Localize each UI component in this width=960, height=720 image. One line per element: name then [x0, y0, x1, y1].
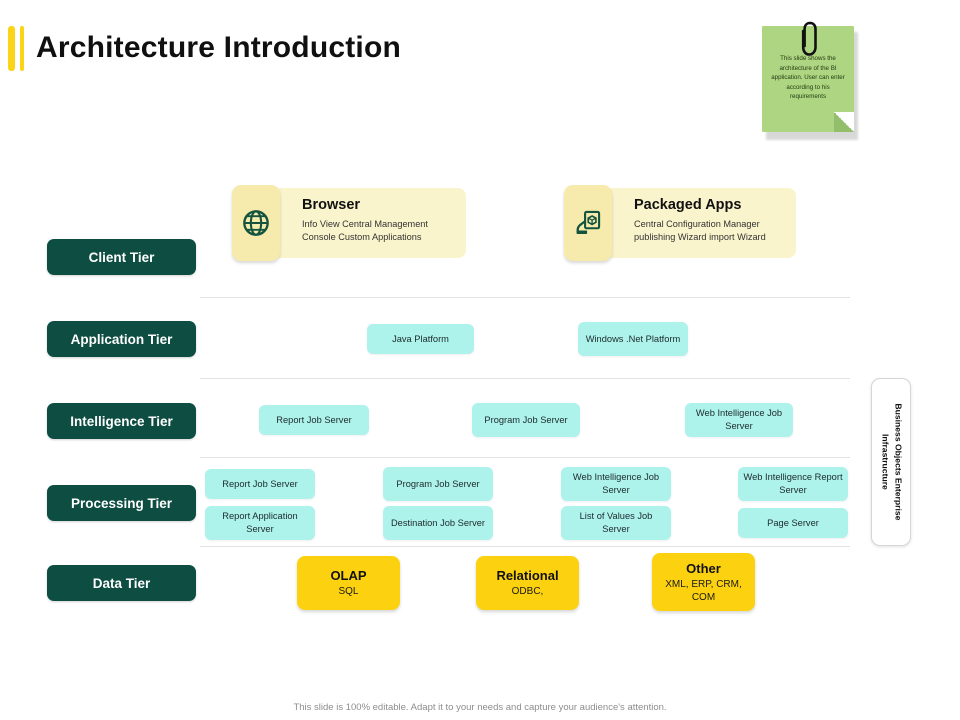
- data-box-sub: ODBC,: [511, 586, 544, 597]
- title-accent-bar-small: [20, 26, 24, 71]
- client-card-desc: Central Configuration Manager publishing…: [634, 219, 766, 243]
- client-card-title: Packaged Apps: [634, 197, 742, 213]
- processing-node[interactable]: Report Application Server: [205, 506, 315, 540]
- infrastructure-text: Business Objects Enterprise Infrastructu…: [878, 403, 904, 520]
- processing-node[interactable]: Web Intelligence Report Server: [738, 467, 848, 501]
- client-card-icon-tile: [232, 185, 280, 261]
- processing-node[interactable]: Destination Job Server: [383, 506, 493, 540]
- tier-label-client[interactable]: Client Tier: [47, 239, 196, 275]
- node-label: Java Platform: [392, 333, 449, 344]
- intelligence-node[interactable]: Report Job Server: [259, 405, 369, 435]
- application-node[interactable]: Java Platform: [367, 324, 474, 354]
- divider-intelligence-processing: [200, 457, 850, 458]
- node-label: Program Job Server: [484, 414, 568, 425]
- sticky-note-body: [762, 26, 854, 132]
- infrastructure-line-2: Infrastructure: [880, 434, 891, 490]
- infrastructure-line-1: Business Objects Enterprise: [892, 403, 903, 521]
- sticky-note: This slide shows the architecture of the…: [762, 21, 858, 140]
- node-label: Program Job Server: [396, 478, 480, 489]
- client-card-browser[interactable]: Browser Info View Central Management Con…: [232, 185, 466, 261]
- data-box-sub: XML, ERP, CRM, COM: [665, 578, 742, 603]
- node-label: Destination Job Server: [390, 517, 486, 528]
- client-card-icon-tile: [564, 185, 612, 261]
- node-label: Page Server: [767, 517, 819, 528]
- divider-client-application: [200, 297, 850, 298]
- tier-label-text: Processing Tier: [70, 495, 173, 511]
- globe-icon: [243, 210, 269, 236]
- node-label: Web Intelligence Report Server: [743, 472, 843, 495]
- divider-processing-data: [200, 546, 850, 547]
- data-box-sub: SQL: [338, 586, 359, 597]
- node-label: Web Intelligence Job Server: [695, 408, 783, 431]
- processing-node[interactable]: Program Job Server: [383, 467, 493, 501]
- node-label: Web Intelligence Job Server: [572, 472, 660, 495]
- processing-node[interactable]: Page Server: [738, 508, 848, 538]
- data-box-olap[interactable]: OLAP SQL: [297, 556, 400, 610]
- tier-label-data[interactable]: Data Tier: [47, 565, 196, 601]
- client-card-body: Packaged Apps Central Configuration Mana…: [604, 188, 796, 258]
- tier-label-application[interactable]: Application Tier: [47, 321, 196, 357]
- processing-node[interactable]: List of Values Job Server: [561, 506, 671, 540]
- client-card-packaged-apps[interactable]: Packaged Apps Central Configuration Mana…: [564, 185, 796, 261]
- divider-application-intelligence: [200, 378, 850, 379]
- footer-note: This slide is 100% editable. Adapt it to…: [293, 702, 667, 713]
- tier-label-intelligence[interactable]: Intelligence Tier: [47, 403, 196, 439]
- processing-node[interactable]: Report Job Server: [205, 469, 315, 499]
- sticky-note-fold: [834, 112, 854, 132]
- title-accent-bar-large: [8, 26, 15, 71]
- tier-label-text: Client Tier: [88, 249, 155, 265]
- client-card-body: Browser Info View Central Management Con…: [272, 188, 466, 258]
- data-box-title: Other: [686, 560, 721, 576]
- packaged-app-icon: [576, 210, 601, 234]
- client-card-desc: Info View Central Management Console Cus…: [302, 219, 428, 243]
- data-box-title: OLAP: [330, 568, 367, 583]
- data-box-relational[interactable]: Relational ODBC,: [476, 556, 579, 610]
- data-box-other[interactable]: Other XML, ERP, CRM, COM: [652, 553, 755, 611]
- node-label: Windows .Net Platform: [585, 333, 681, 344]
- client-card-title: Browser: [302, 197, 361, 213]
- infrastructure-label: Business Objects Enterprise Infrastructu…: [871, 378, 911, 546]
- node-label: Report Job Server: [222, 478, 298, 489]
- processing-node[interactable]: Web Intelligence Job Server: [561, 467, 671, 501]
- intelligence-node[interactable]: Program Job Server: [472, 403, 580, 437]
- sticky-note-text: This slide shows the architecture of the…: [771, 55, 845, 101]
- paperclip-icon: [801, 21, 817, 56]
- tier-label-processing[interactable]: Processing Tier: [47, 485, 196, 521]
- data-box-title: Relational: [496, 568, 559, 583]
- application-node[interactable]: Windows .Net Platform: [578, 322, 688, 356]
- node-label: Report Application Server: [222, 511, 298, 534]
- tier-label-text: Application Tier: [70, 331, 173, 347]
- tier-label-text: Data Tier: [92, 575, 151, 591]
- node-label: Report Job Server: [276, 414, 352, 425]
- intelligence-node[interactable]: Web Intelligence Job Server: [685, 403, 793, 437]
- node-label: List of Values Job Server: [579, 511, 653, 534]
- tier-label-text: Intelligence Tier: [70, 413, 173, 429]
- page-title: Architecture Introduction: [36, 31, 402, 64]
